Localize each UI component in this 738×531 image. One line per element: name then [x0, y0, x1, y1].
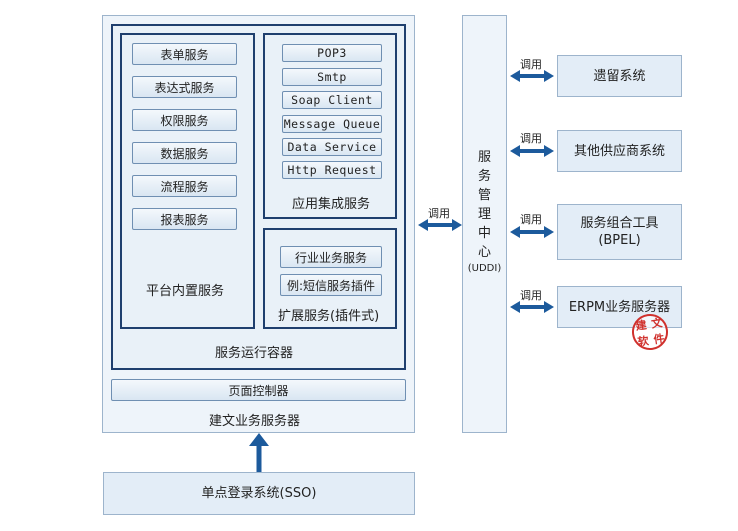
integration-item-smtp: Smtp: [282, 68, 382, 86]
system-box-legacy: 遗留系统: [557, 55, 682, 97]
center-char-4: 理: [477, 207, 491, 222]
center-sub-label: (UDDI): [467, 263, 502, 274]
business-server-title: 建文业务服务器: [209, 414, 301, 429]
system-erpm-label: ERPM业务服务器: [568, 299, 671, 315]
call-label-system-3: 调用: [520, 213, 542, 226]
stamp-char-4: 件: [652, 331, 666, 347]
builtin-item-expression: 表达式服务: [132, 76, 237, 98]
extension-item-sms-plugin: 例:短信服务插件: [280, 274, 382, 296]
server-center-double-arrow: [418, 219, 462, 231]
call-label-server: 调用: [428, 207, 450, 220]
extension-services-title: 扩展服务(插件式): [278, 309, 380, 324]
builtin-item-form: 表单服务: [132, 43, 237, 65]
system-bpel-sublabel: (BPEL): [598, 233, 641, 248]
stamp-char-3: 软: [636, 333, 650, 349]
integration-item-soap-client: Soap Client: [282, 91, 382, 109]
center-char-6: 心: [477, 245, 491, 260]
builtin-item-permission: 权限服务: [132, 109, 237, 131]
center-char-2: 务: [477, 169, 491, 184]
sso-up-arrow: [249, 433, 269, 472]
system-box-bpel: 服务组合工具 (BPEL): [557, 204, 682, 260]
system-box-other-vendor: 其他供应商系统: [557, 130, 682, 172]
extension-item-industry: 行业业务服务: [280, 246, 382, 268]
call-label-system-1: 调用: [520, 58, 542, 71]
integration-item-data-service: Data Service: [282, 138, 382, 156]
service-management-center-box: [462, 15, 507, 433]
center-char-3: 管: [477, 188, 491, 203]
integration-item-pop3: POP3: [282, 44, 382, 62]
center-system-arrow-2: [510, 145, 554, 157]
sso-label: 单点登录系统(SSO): [201, 486, 317, 501]
stamp-char-2: 文: [650, 315, 664, 331]
center-system-arrow-1: [510, 70, 554, 82]
call-label-system-2: 调用: [520, 132, 542, 145]
center-system-arrow-3: [510, 226, 554, 238]
system-legacy-label: 遗留系统: [593, 68, 646, 84]
builtin-item-workflow: 流程服务: [132, 175, 237, 197]
service-container-label: 服务运行容器: [215, 346, 294, 361]
builtin-item-report: 报表服务: [132, 208, 237, 230]
integration-item-http-request: Http Request: [282, 161, 382, 179]
call-label-system-4: 调用: [520, 289, 542, 302]
builtin-services-title: 平台内置服务: [146, 284, 225, 299]
integration-services-title: 应用集成服务: [292, 197, 371, 212]
center-char-1: 服: [477, 150, 491, 165]
center-system-arrow-4: [510, 301, 554, 313]
center-char-5: 中: [477, 226, 491, 241]
stamp-char-1: 建: [634, 317, 648, 333]
page-controller-bar: 页面控制器: [111, 379, 406, 401]
system-bpel-label: 服务组合工具: [580, 216, 659, 231]
integration-item-message-queue: Message Queue: [282, 115, 382, 133]
builtin-item-data: 数据服务: [132, 142, 237, 164]
sso-box: 单点登录系统(SSO): [103, 472, 415, 515]
system-other-vendor-label: 其他供应商系统: [573, 143, 665, 159]
